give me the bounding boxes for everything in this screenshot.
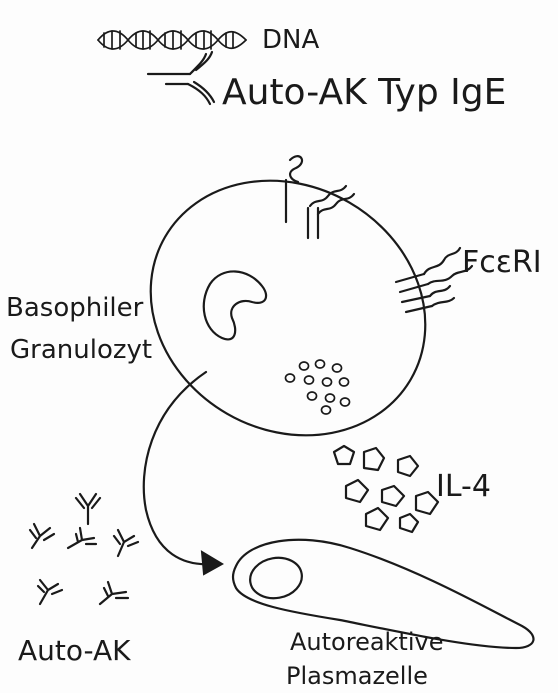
- basophil-granules: [286, 360, 350, 414]
- antibodies-label: Auto-AK: [18, 634, 131, 667]
- cell-label-line1: Basophiler: [6, 293, 144, 323]
- ige-antibody-icon: [148, 52, 214, 104]
- il4-molecules: [334, 446, 438, 532]
- il4-label: IL-4: [436, 469, 491, 504]
- arrow-head-icon: [202, 552, 222, 574]
- plasma-label-line1: Autoreaktive: [290, 628, 443, 656]
- receptor-label: FcεRI: [462, 245, 542, 280]
- fc-receptor-right: [396, 248, 472, 312]
- cell-label-line2: Granulozyt: [10, 335, 152, 365]
- auto-antibodies-cluster: [30, 494, 138, 604]
- plasma-cell-nucleus: [247, 554, 305, 602]
- basophil-nucleus: [204, 271, 266, 339]
- plasma-label-line2: Plasmazelle: [286, 662, 428, 690]
- dna-label: DNA: [262, 25, 319, 55]
- basophil-membrane: [104, 131, 472, 484]
- activation-arrow: [144, 372, 212, 564]
- dna-helix-icon: [98, 31, 246, 49]
- ige-label: Auto-AK Typ IgE: [222, 72, 506, 113]
- fc-receptor-top: [286, 156, 354, 238]
